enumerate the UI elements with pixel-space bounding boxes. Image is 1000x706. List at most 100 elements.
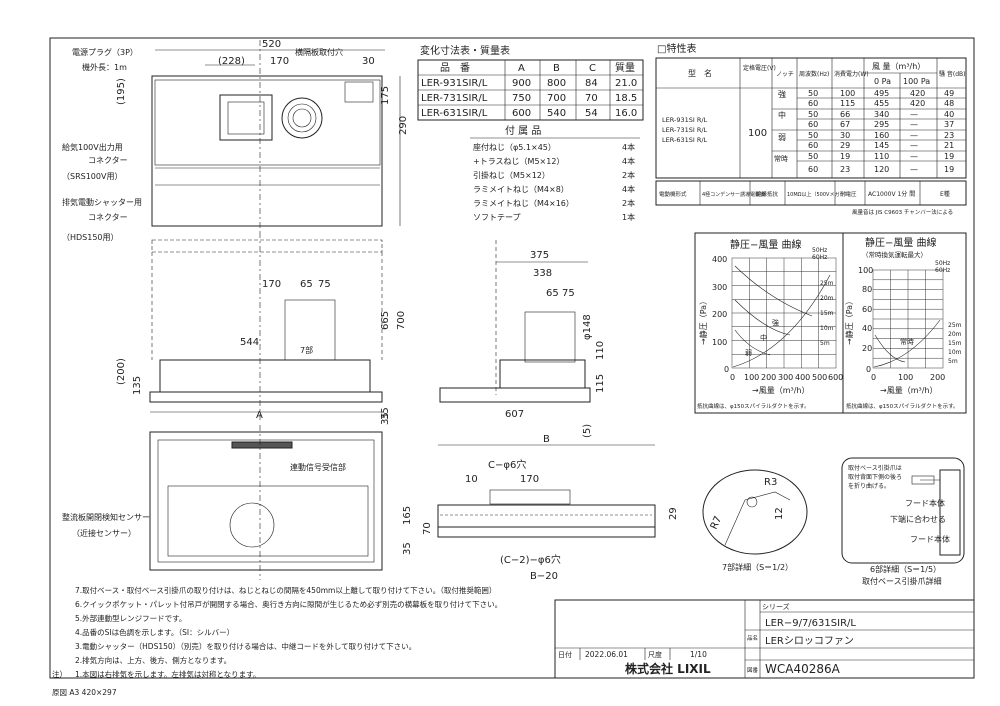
dim-b10: 10	[465, 474, 478, 485]
notes-label: 注）	[52, 669, 67, 679]
chart2-subtitle: （常時換気運転最大）	[862, 250, 927, 259]
paper-size: 原図 A3 420×297	[52, 688, 117, 697]
dim-C6: C−φ6穴	[488, 458, 526, 471]
spec-r4-a100: —	[910, 131, 918, 140]
spec-r6-a0: 110	[874, 152, 889, 161]
detail6-hood: フード本体	[905, 498, 945, 508]
chart1-ytick-1: 300	[712, 283, 727, 292]
dim-s75: 75	[562, 288, 575, 299]
label-damper: 横隔板取付穴	[295, 47, 343, 57]
chart1-xtick-2: 200	[761, 373, 776, 382]
chart2-title: 静圧−風量 曲線	[865, 236, 937, 249]
spec-r1-noise: 48	[944, 99, 954, 108]
chart-2: 静圧−風量 曲線 （常時換気運転最大） 100 80 60 40 20 0 0 …	[842, 232, 967, 414]
accessory-3-name: ラミメイトねじ（M4×8）	[473, 185, 569, 194]
spec-r6-a100: —	[910, 152, 918, 161]
spec-r5-freq: 60	[808, 141, 818, 150]
date-value: 2022.06.01	[585, 650, 628, 659]
variant-r0-c4: 21.0	[615, 78, 637, 89]
detail7-12: 12	[774, 507, 785, 520]
accessory-4-qty: 2本	[622, 198, 635, 208]
spec-h-power: 消費電力(W)	[834, 70, 869, 78]
spec-r6-power: 19	[840, 152, 850, 161]
scale-value: 1/10	[690, 650, 707, 659]
product-name: LERシロッコファン	[765, 636, 854, 647]
chart1-legend-0: 50Hz	[812, 247, 827, 254]
spec-r5-a100: —	[910, 141, 918, 150]
chart1-xtick-0: 0	[730, 373, 735, 382]
spec-r5-power: 29	[840, 141, 850, 150]
spec-h-100pa: 100 Pa	[903, 77, 930, 86]
label-sensor: 整流板開閉検知センサー	[62, 512, 150, 522]
spec-r2-noise: 40	[944, 110, 954, 119]
notes: 7.取付ベース・取付ベース引掛爪の取り付けは、ねじとねじの間隔を450mm以上離…	[52, 585, 502, 679]
chart2-ytick-1: 80	[862, 285, 872, 294]
spec-h-voltage: 定格電圧(V)	[743, 64, 776, 72]
spec-r4-freq: 50	[808, 131, 818, 140]
chart1-title: 静圧−風量 曲線	[730, 238, 802, 251]
label-hds: （HDS150用）	[62, 233, 119, 242]
dim-30: 30	[362, 56, 375, 67]
spec-voltage: 100	[748, 128, 767, 139]
spec-r2-freq: 50	[808, 110, 818, 119]
chart1-xlabel: →風量（m³/h）	[752, 386, 809, 395]
chart1-notch-3: 弱	[745, 349, 752, 357]
spec-r3-noise: 37	[944, 120, 954, 129]
detail6-t2: 取付背面下側の後ろ	[848, 473, 902, 481]
label-supply: 給気100V出力用	[62, 142, 123, 152]
spec-r0-a0: 495	[874, 89, 889, 98]
note-1: 1.本図は右排気を示します。左排気は対称となります。	[75, 669, 260, 679]
spec-f4: 10MΩ以上（500Vメガー）	[787, 191, 849, 198]
note-5: 5.外部連動型レンジフードです。	[75, 613, 186, 623]
spec-f7: E種	[940, 190, 950, 198]
series-label: シリーズ	[762, 602, 790, 611]
dim-b29: 29	[668, 507, 679, 520]
company-name: 株式会社 LIXIL	[625, 661, 711, 676]
variant-title: 変化寸法表・質量表	[420, 44, 510, 57]
label-shutter: 排気電動シャッター用	[62, 197, 142, 207]
spec-r7-noise: 19	[944, 165, 954, 174]
note-3: 3.電動シャッター（HDS150）（別売）を取り付ける場合は、中継コードを外して…	[75, 641, 416, 651]
detail7-r7: R7	[709, 515, 725, 532]
chart1-curve-strong	[734, 265, 813, 317]
accessory-4-name: ラミメイトねじ（M4×16）	[473, 199, 574, 208]
chart2-gridlines	[873, 270, 943, 368]
spec-title: □特性表	[657, 42, 696, 55]
dim-B: B	[543, 434, 550, 445]
chart2-duct-4: 5m	[948, 358, 958, 365]
spec-r1-power: 115	[840, 99, 855, 108]
spec-r0-notch: 強	[778, 89, 786, 99]
dim-35b: 35	[380, 412, 391, 425]
accessory-1-qty: 4本	[622, 156, 635, 166]
duct-outlet	[281, 97, 323, 139]
chart1-xtick-4: 400	[795, 373, 810, 382]
spec-footnote: 風量音は JIS C9603 チャンバー法による	[852, 208, 953, 216]
spec-r0-a100: 420	[910, 89, 925, 98]
top-view: 520 (228) 170 30 175 290 (195) 電源プラグ（3P）…	[62, 39, 409, 242]
spec-r7-a0: 120	[874, 165, 889, 174]
spec-r0-noise: 49	[944, 89, 954, 98]
dim-5: (5)	[582, 424, 593, 438]
top-view-body	[151, 75, 383, 227]
dim-65: 65	[300, 279, 313, 290]
chart2-note: 抵抗曲線は、φ150スパイラルダクトを示す。	[846, 402, 959, 410]
motor-box	[219, 94, 273, 141]
chart1-curve-mid	[734, 299, 791, 336]
spec-r3-a100: —	[910, 120, 918, 129]
chart1-duct-4: 5m	[820, 340, 830, 347]
dim-290: 290	[398, 116, 409, 135]
chart1-ytick-3: 100	[712, 338, 727, 347]
spec-h-freq: 周波数(Hz)	[799, 70, 829, 78]
note-6: 6.クイックポケット・パレット付吊戸が開閉する場合、奥行き方向に隙間が生じるため…	[75, 599, 502, 609]
spec-r0-power: 100	[840, 89, 855, 98]
label-srs: （SRS100V用）	[62, 172, 122, 181]
spec-r2-notch: 中	[778, 110, 786, 120]
chart2-ytick-2: 60	[862, 305, 872, 314]
detail7-circle	[702, 469, 808, 555]
label-cord: 機外長：1m	[82, 62, 127, 72]
variant-r2-c2: 540	[547, 108, 566, 119]
spec-r3-power: 67	[840, 120, 850, 129]
spec-r7-power: 23	[840, 165, 850, 174]
variant-r0-c3: 84	[585, 78, 598, 89]
spec-r7-a100: —	[910, 165, 918, 174]
